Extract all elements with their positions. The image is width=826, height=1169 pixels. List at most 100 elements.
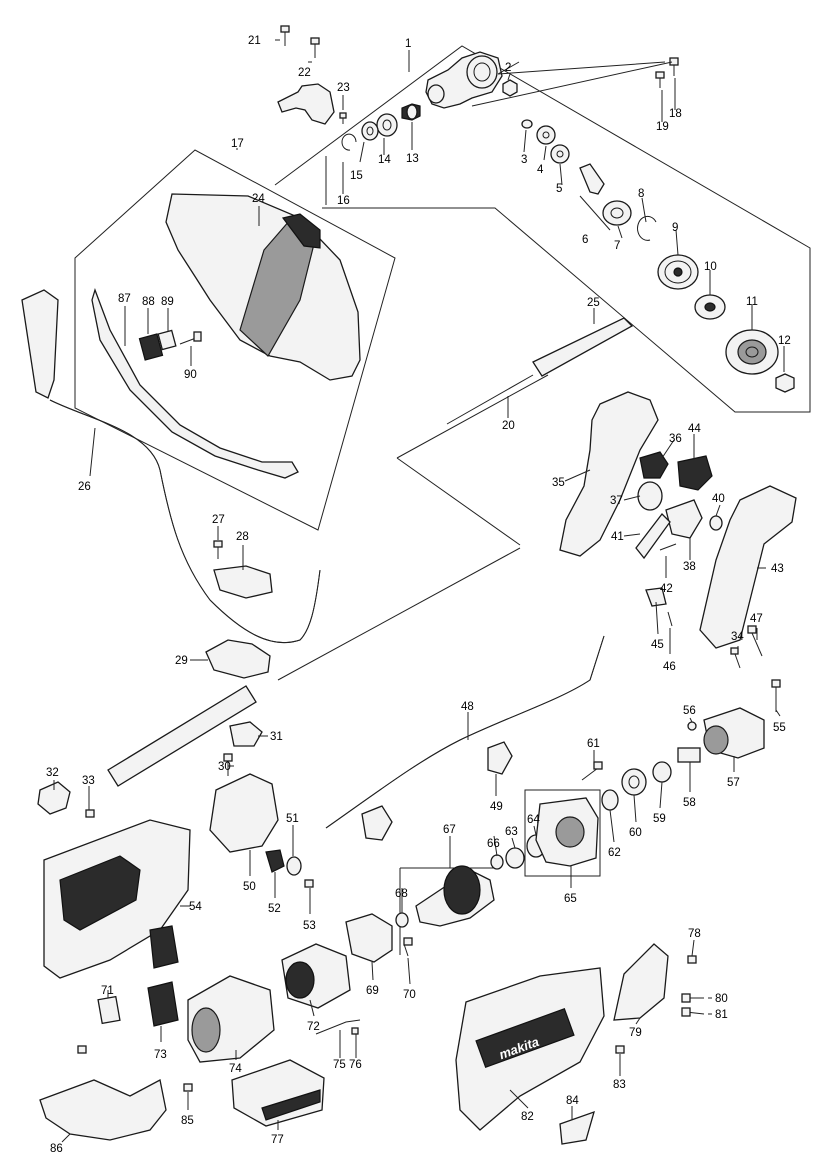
label-18: 18 [669, 108, 682, 120]
rear-handle-43 [699, 485, 797, 649]
armature-group-outline [399, 867, 495, 955]
label-60: 60 [629, 827, 642, 839]
label-85: 85 [181, 1115, 194, 1127]
screw-90 [179, 331, 202, 345]
label-70: 70 [403, 989, 416, 1001]
label-21: 21 [248, 35, 261, 47]
cover-79 [613, 943, 669, 1021]
label-8: 8 [638, 188, 644, 200]
label-83: 83 [613, 1079, 626, 1091]
label-27: 27 [212, 514, 225, 526]
label-81: 81 [715, 1009, 728, 1021]
washer-3 [521, 119, 533, 129]
bracket-29 [205, 639, 271, 679]
label-84: 84 [566, 1095, 579, 1107]
label-74: 74 [229, 1063, 242, 1075]
bracket-32 [37, 781, 71, 815]
battery-cover-86 [39, 1079, 167, 1141]
part-51 [286, 856, 302, 876]
screw-78 [687, 955, 697, 964]
retaining-ring-16 [341, 133, 357, 151]
screw-33 [85, 809, 95, 818]
screw-30 [223, 753, 233, 776]
tube-25 [532, 317, 634, 377]
bracket-88 [138, 333, 164, 361]
label-23: 23 [337, 82, 350, 94]
housing-35 [559, 391, 659, 557]
label-64: 64 [527, 814, 540, 826]
bearing-59 [652, 761, 672, 783]
label-3: 3 [521, 154, 527, 166]
main-pipe [107, 685, 257, 787]
label-34: 34 [731, 631, 744, 643]
label-12: 12 [778, 335, 791, 347]
label-87: 87 [118, 293, 131, 305]
label-26: 26 [78, 481, 91, 493]
label-76: 76 [349, 1059, 362, 1071]
label-86: 86 [50, 1143, 63, 1155]
label-84 [559, 1110, 595, 1145]
label-14: 14 [378, 154, 391, 166]
spindle-6 [579, 163, 605, 195]
label-29: 29 [175, 655, 188, 667]
clip-lower [361, 805, 393, 841]
label-78: 78 [688, 928, 701, 940]
label-79: 79 [629, 1027, 642, 1039]
bushing-58 [677, 747, 701, 763]
clamp-31 [229, 721, 263, 747]
label-72: 72 [307, 1021, 320, 1033]
label-1: 1 [405, 38, 411, 50]
label-9: 9 [672, 222, 678, 234]
retaining-ring-8 [637, 215, 657, 241]
label-80: 80 [715, 993, 728, 1005]
label-41: 41 [611, 531, 624, 543]
screw-18 [669, 57, 679, 76]
screw-61 [581, 761, 603, 781]
label-17: 17 [231, 138, 244, 150]
label-11: 11 [746, 296, 758, 308]
label-15: 15 [350, 170, 363, 182]
spring-42 [659, 543, 677, 551]
label-62: 62 [608, 847, 621, 859]
screw-47 [747, 625, 763, 657]
screw-86-upper [77, 1045, 87, 1054]
label-73: 73 [154, 1049, 167, 1061]
label-68: 68 [395, 888, 408, 900]
label-49: 49 [490, 801, 503, 813]
label-31: 31 [270, 731, 283, 743]
label-30: 30 [218, 761, 231, 773]
label-45: 45 [651, 639, 664, 651]
handle-bar-26 [21, 289, 59, 399]
label-48: 48 [461, 701, 474, 713]
label-56: 56 [683, 705, 696, 717]
bearing-62 [601, 789, 619, 811]
label-7: 7 [614, 240, 620, 252]
cable-48 [325, 635, 605, 829]
label-44: 44 [688, 423, 701, 435]
label-50: 50 [243, 881, 256, 893]
shaft-bracket-outline [396, 374, 549, 546]
fan-guide-69 [345, 913, 393, 963]
bearing-7 [602, 200, 632, 226]
bearing-63 [505, 847, 525, 869]
label-66: 66 [487, 838, 500, 850]
label-67: 67 [443, 824, 456, 836]
guard-strip-87 [91, 287, 299, 479]
guard-group-outline [74, 149, 396, 531]
washer-4 [536, 125, 556, 145]
label-33: 33 [82, 775, 95, 787]
label-20: 20 [502, 420, 515, 432]
label-65: 65 [564, 893, 577, 905]
screw-70 [403, 937, 413, 957]
label-16: 16 [337, 195, 350, 207]
clip-49 [487, 741, 513, 775]
part-73 [147, 981, 179, 1027]
bearing-5 [550, 144, 570, 164]
label-82: 82 [521, 1111, 534, 1123]
label-4: 4 [537, 164, 544, 176]
screw-34 [730, 647, 741, 669]
group-outlines [74, 45, 811, 955]
label-71 [97, 995, 121, 1025]
label-10: 10 [704, 261, 717, 273]
label-47: 47 [750, 613, 763, 625]
